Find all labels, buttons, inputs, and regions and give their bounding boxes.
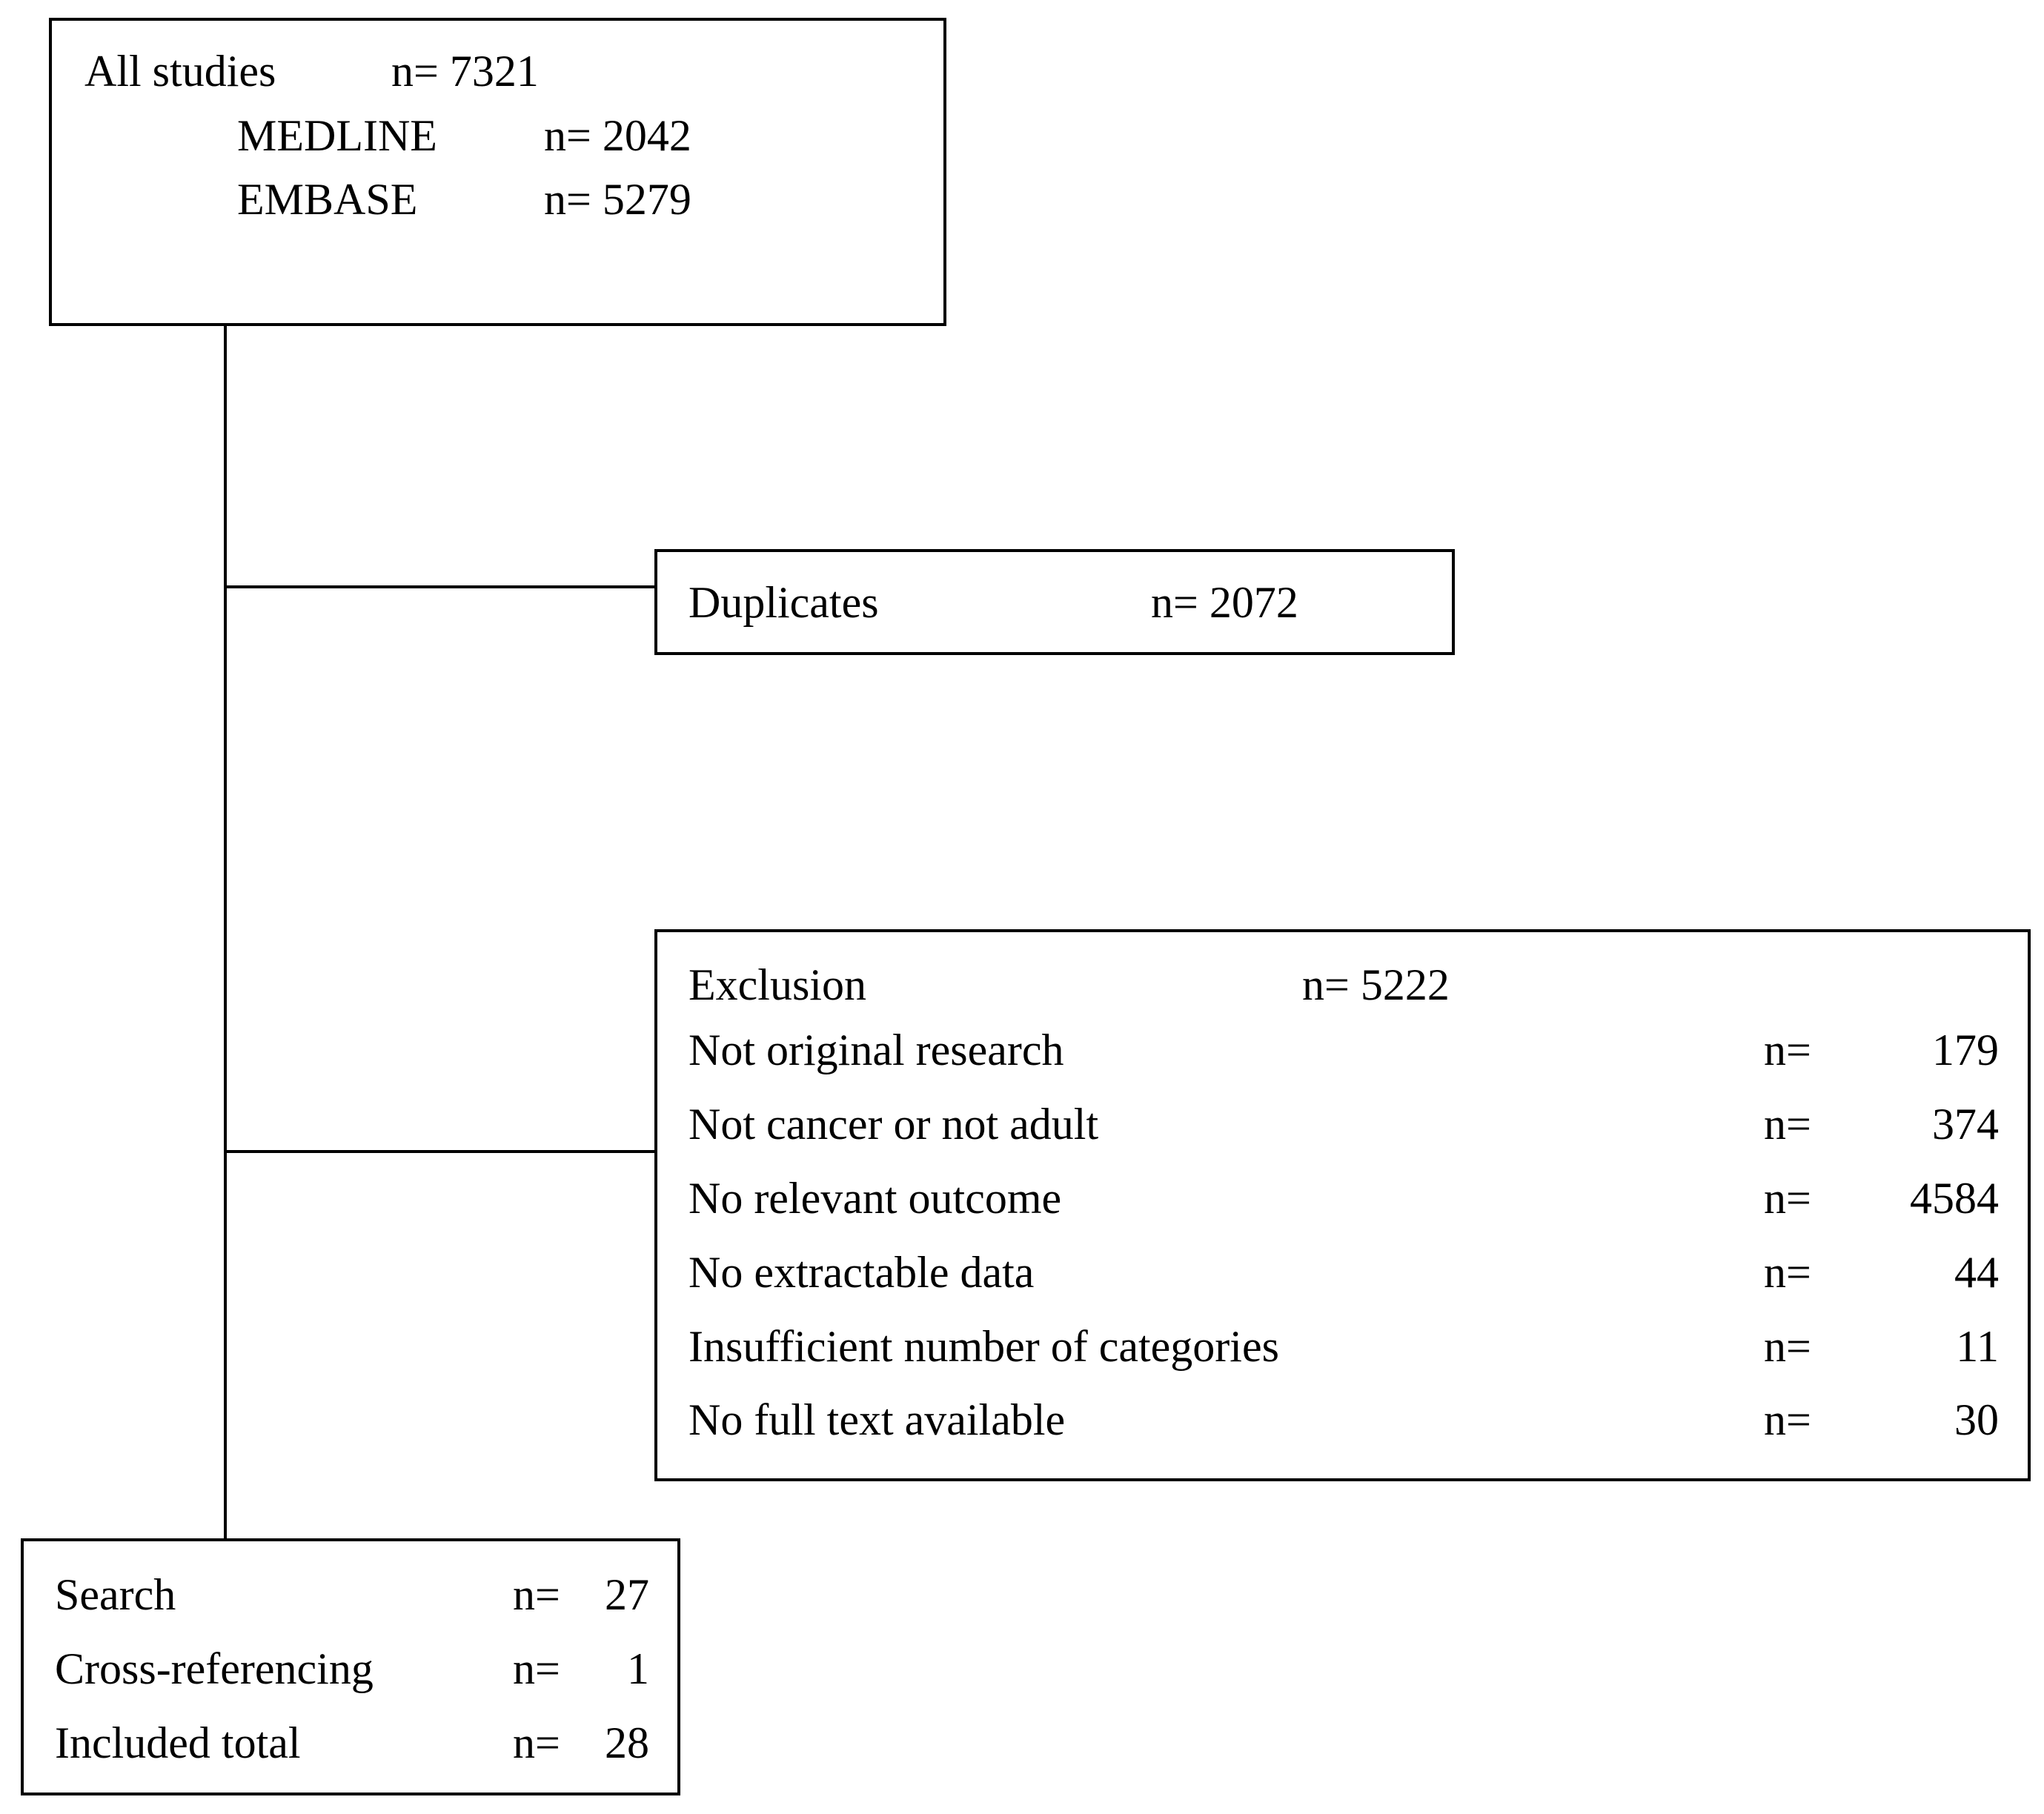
all-studies-label: All studies <box>84 47 276 96</box>
all-studies-count: n= 7321 <box>391 47 539 96</box>
duplicates-connector <box>224 585 654 588</box>
exclusion-reason-value: 11 <box>1956 1322 1999 1371</box>
included-box: Search n= 27 Cross-referencing n= 1 Incl… <box>21 1538 680 1795</box>
embase-count: n= 5279 <box>544 175 691 224</box>
exclusion-reason-label: No relevant outcome <box>688 1174 1062 1223</box>
exclusion-reason-label: Insufficient number of categories <box>688 1322 1279 1371</box>
included-row-value: 1 <box>627 1644 649 1693</box>
duplicates-box: Duplicates n= 2072 <box>654 549 1455 655</box>
included-row-value: 28 <box>605 1718 649 1767</box>
exclusion-connector <box>224 1150 654 1153</box>
included-row-n: n= <box>513 1570 560 1619</box>
exclusion-reason-n: n= <box>1764 1395 1811 1444</box>
included-row-label: Search <box>55 1570 176 1619</box>
embase-label: EMBASE <box>237 175 418 224</box>
exclusion-box: Exclusion n= 5222 Not original research … <box>654 929 2031 1481</box>
included-row-n: n= <box>513 1644 560 1693</box>
included-row-label: Included total <box>55 1718 301 1767</box>
exclusion-reason-label: Not cancer or not adult <box>688 1100 1099 1149</box>
exclusion-reason-n: n= <box>1764 1100 1811 1149</box>
medline-count: n= 2042 <box>544 111 691 160</box>
exclusion-reason-value: 4584 <box>1910 1174 1999 1223</box>
duplicates-label: Duplicates <box>688 578 879 627</box>
included-row-n: n= <box>513 1718 560 1767</box>
exclusion-reason-label: No extractable data <box>688 1248 1035 1297</box>
exclusion-reason-value: 179 <box>1932 1026 1999 1074</box>
medline-label: MEDLINE <box>237 111 437 160</box>
exclusion-reason-n: n= <box>1764 1174 1811 1223</box>
exclusion-reason-n: n= <box>1764 1322 1811 1371</box>
main-flow-line <box>224 326 227 1538</box>
duplicates-count: n= 2072 <box>1151 578 1298 627</box>
exclusion-count: n= 5222 <box>1302 960 1450 1009</box>
all-studies-box: All studies n= 7321 MEDLINE n= 2042 EMBA… <box>49 18 946 326</box>
exclusion-reason-n: n= <box>1764 1248 1811 1297</box>
included-row-label: Cross-referencing <box>55 1644 374 1693</box>
exclusion-reason-value: 44 <box>1954 1248 1999 1297</box>
included-row-value: 27 <box>605 1570 649 1619</box>
exclusion-reason-label: Not original research <box>688 1026 1064 1074</box>
exclusion-label: Exclusion <box>688 960 866 1009</box>
exclusion-reason-label: No full text available <box>688 1395 1066 1444</box>
exclusion-reason-value: 30 <box>1954 1395 1999 1444</box>
exclusion-reason-n: n= <box>1764 1026 1811 1074</box>
exclusion-reason-value: 374 <box>1932 1100 1999 1149</box>
